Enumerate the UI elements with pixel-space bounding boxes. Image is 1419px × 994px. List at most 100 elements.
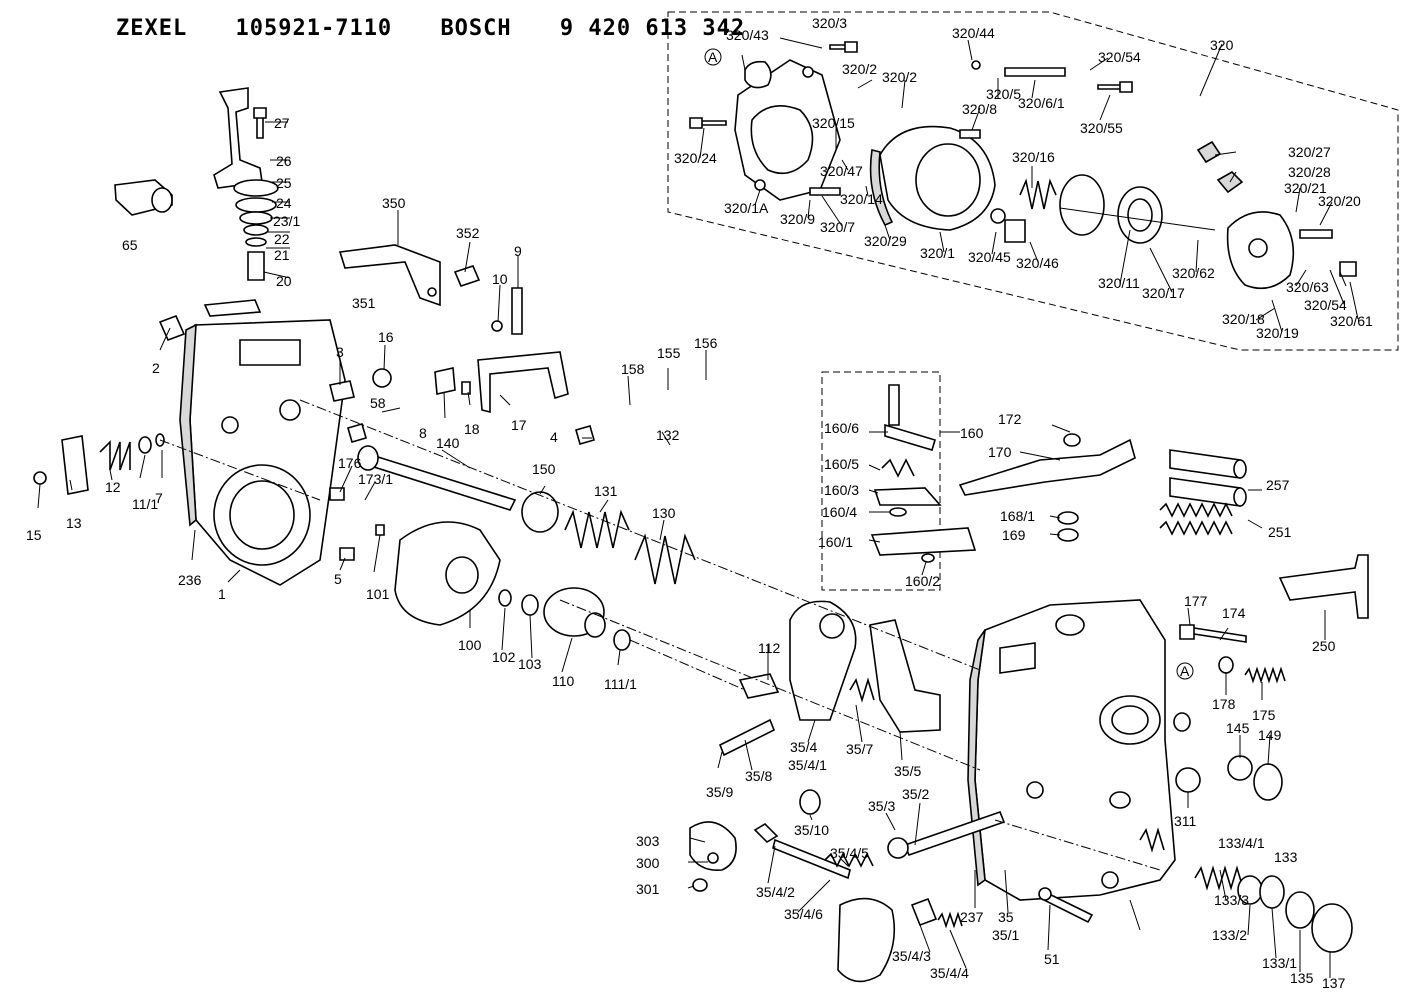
part-label-156: 156 [694, 335, 718, 351]
assembly-160 [870, 384, 977, 563]
part-label-320-2a: 320/2 [842, 61, 877, 77]
part-label-27: 27 [274, 115, 290, 131]
part-label-320-6-1: 320/6/1 [1018, 95, 1065, 111]
lever-170 [958, 433, 1136, 542]
inset-cover-320-61 [1196, 140, 1357, 290]
rollers-257 [1169, 449, 1247, 507]
part-label-320-43: 320/43 [726, 27, 769, 43]
part-label-176: 176 [338, 455, 362, 471]
part-label-112: 112 [758, 640, 781, 656]
part-number-zexel: 105921-7110 [235, 16, 393, 41]
part-label-25: 25 [276, 175, 292, 191]
part-label-135: 135 [1290, 970, 1314, 986]
part-label-320-1: 320/1 [920, 245, 955, 261]
part-label-320-46: 320/46 [1016, 255, 1059, 271]
part-label-51: 51 [1044, 951, 1060, 967]
part-label-311: 311 [1174, 813, 1197, 829]
part-label-35-4: 35/4 [790, 739, 817, 755]
part-label-160-4: 160/4 [822, 504, 857, 520]
part-label-133-4-1: 133/4/1 [1218, 835, 1265, 851]
part-label-160-1: 160/1 [818, 534, 853, 550]
part-label-102: 102 [492, 649, 516, 665]
part-label-23-1: 23/1 [273, 213, 300, 229]
part-label-320-27: 320/27 [1288, 144, 1331, 160]
part-label-168-1: 168/1 [1000, 508, 1035, 524]
part-label-237: 237 [960, 909, 984, 925]
maker-bosch: BOSCH [440, 16, 512, 41]
part-label-35-1: 35/1 [992, 927, 1019, 943]
part-label-10: 10 [492, 271, 508, 287]
lower-parts [689, 810, 1094, 983]
part-label-145: 145 [1226, 720, 1250, 736]
part-label-320-54b: 320/54 [1304, 297, 1347, 313]
part-label-301: 301 [636, 881, 660, 897]
part-label-160-5: 160/5 [824, 456, 859, 472]
inset-housing-320-1 [869, 125, 996, 231]
part-label-352: 352 [456, 225, 480, 241]
part-label-160-2: 160/2 [905, 573, 940, 589]
part-label-320-62: 320/62 [1172, 265, 1215, 281]
part-label-137: 137 [1322, 975, 1346, 991]
part-label-320: 320 [1210, 37, 1234, 53]
part-label-18: 18 [464, 421, 480, 437]
part-label-320-21: 320/21 [1284, 180, 1327, 196]
part-label-13: 13 [66, 515, 82, 531]
part-label-351: 351 [352, 295, 376, 311]
cam-plate-100 [394, 521, 501, 626]
bracket-250 [1278, 554, 1369, 619]
part-label-320-1a: 320/1A [724, 200, 769, 216]
part-label-320-2b: 320/2 [882, 69, 917, 85]
part-label-149: 149 [1258, 727, 1282, 743]
part-label-35-8: 35/8 [745, 768, 772, 784]
part-label-26: 26 [276, 153, 292, 169]
bracket-350 [338, 244, 441, 307]
bolts-right [1173, 624, 1286, 801]
part-label-15: 15 [26, 527, 42, 543]
part-label-320-54a: 320/54 [1098, 49, 1141, 65]
part-label-133-1: 133/1 [1262, 955, 1297, 971]
part-label-133-3: 133/3 [1214, 892, 1249, 908]
part-label-320-47: 320/47 [820, 163, 863, 179]
inset-bolts [689, 41, 1133, 243]
part-label-172: 172 [998, 411, 1022, 427]
part-label-178: 178 [1212, 696, 1236, 712]
part-label-35-9: 35/9 [706, 784, 733, 800]
part-label-173-1: 173/1 [358, 471, 393, 487]
centerline-main [159, 399, 1161, 871]
part-label-320-18: 320/18 [1222, 311, 1265, 327]
part-label-158: 158 [621, 361, 645, 377]
part-label-140: 140 [436, 435, 460, 451]
part-label-35-2: 35/2 [902, 786, 929, 802]
part-label-130: 130 [652, 505, 676, 521]
part-label-320-16: 320/16 [1012, 149, 1055, 165]
part-label-320-29: 320/29 [864, 233, 907, 249]
part-label-58: 58 [370, 395, 386, 411]
sleeve-65 [114, 179, 173, 216]
shaft-140 [356, 445, 517, 511]
part-label-303: 303 [636, 833, 660, 849]
main-housing-35 [967, 599, 1176, 901]
part-label-17: 17 [511, 417, 527, 433]
part-label-320-20: 320/20 [1318, 193, 1361, 209]
part-label-35-4-6: 35/4/6 [784, 906, 823, 922]
part-label-133-2: 133/2 [1212, 927, 1247, 943]
part-label-150: 150 [532, 461, 556, 477]
springs-251 [1159, 502, 1233, 536]
small-parts-left [33, 265, 595, 561]
part-label-169: 169 [1002, 527, 1026, 543]
part-label-35-4-2: 35/4/2 [756, 884, 795, 900]
part-label-20: 20 [276, 273, 292, 289]
marker-a-housing-text: A [1180, 663, 1190, 679]
part-label-4: 4 [550, 429, 558, 445]
part-label-320-3: 320/3 [812, 15, 847, 31]
part-label-8: 8 [419, 425, 427, 441]
diagram-header: ZEXEL 105921-7110 BOSCH 9 420 613 342 [116, 16, 779, 50]
part-label-9: 9 [514, 243, 522, 259]
part-label-320-19: 320/19 [1256, 325, 1299, 341]
spring-assembly-130 [498, 491, 696, 651]
part-label-160-6: 160/6 [824, 420, 859, 436]
part-label-320-44: 320/44 [952, 25, 995, 41]
part-label-320-9: 320/9 [780, 211, 815, 227]
